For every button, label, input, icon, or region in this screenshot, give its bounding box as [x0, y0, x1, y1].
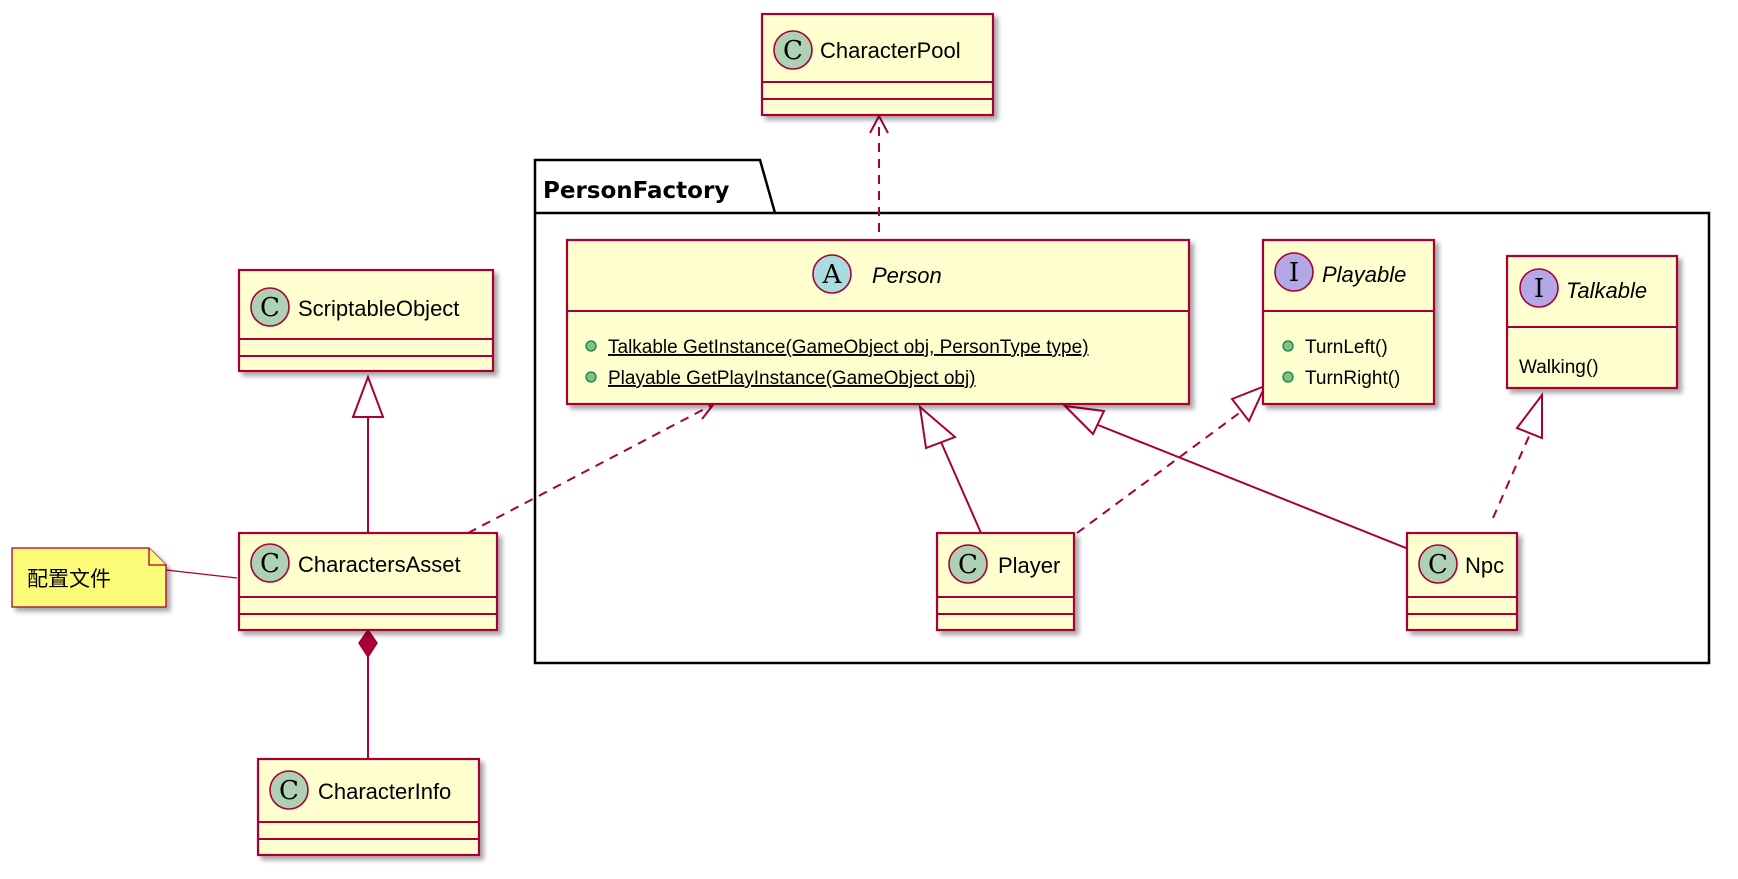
class-icon: C — [1428, 550, 1448, 580]
relationships — [165, 113, 1543, 759]
class-npc[interactable]: C Npc — [1405, 531, 1519, 632]
package-name: PersonFactory — [543, 178, 729, 204]
class-person[interactable]: A Person Talkable GetInstance(GameObject… — [565, 238, 1191, 406]
interface-icon: I — [1534, 274, 1544, 304]
note-config-file: 配置文件 — [11, 547, 167, 608]
abstract-icon: A — [822, 260, 843, 290]
class-icon: C — [783, 36, 803, 66]
class-name: Person — [872, 263, 942, 288]
interface-talkable[interactable]: I Talkable Walking() — [1505, 254, 1679, 390]
class-name: Player — [998, 553, 1060, 578]
class-icon: C — [260, 549, 280, 579]
class-characterinfo[interactable]: C CharacterInfo — [256, 757, 481, 857]
inheritance-npc-person — [1062, 404, 1417, 553]
interface-icon: I — [1289, 258, 1299, 288]
note-text: 配置文件 — [27, 567, 111, 591]
composition-charactersasset-characterinfo — [358, 628, 378, 759]
class-name: CharactersAsset — [298, 552, 461, 577]
class-name: ScriptableObject — [298, 296, 459, 321]
method-getinstance: Talkable GetInstance(GameObject obj, Per… — [608, 337, 1089, 358]
dependency-person-characterpool — [869, 113, 889, 232]
method-turnleft: TurnLeft() — [1305, 337, 1388, 358]
method-turnright: TurnRight() — [1305, 368, 1400, 389]
class-name: Playable — [1322, 262, 1406, 287]
class-charactersasset[interactable]: C CharactersAsset — [237, 531, 499, 632]
class-scriptableobject[interactable]: C ScriptableObject — [237, 268, 495, 373]
package-personfactory: PersonFactory — [533, 158, 1711, 665]
class-name: CharacterPool — [820, 38, 961, 63]
dependency-charactersasset-person — [467, 401, 715, 534]
realization-player-playable — [1076, 384, 1267, 534]
inheritance-player-person — [918, 404, 982, 534]
method-walking: Walking() — [1519, 357, 1599, 378]
class-name: Npc — [1465, 553, 1504, 578]
class-icon: C — [279, 776, 299, 806]
interface-playable[interactable]: I Playable TurnLeft() TurnRight() — [1261, 238, 1436, 406]
inheritance-charactersasset-scriptableobject — [351, 374, 385, 533]
class-name: CharacterInfo — [318, 779, 451, 804]
realization-npc-talkable — [1492, 392, 1543, 519]
class-characterpool[interactable]: C CharacterPool — [760, 12, 995, 117]
class-name: Talkable — [1566, 278, 1647, 303]
class-icon: C — [958, 550, 978, 580]
class-icon: C — [260, 293, 280, 323]
method-getplayinstance: Playable GetPlayInstance(GameObject obj) — [608, 368, 976, 389]
class-player[interactable]: C Player — [935, 531, 1076, 632]
note-link — [165, 569, 238, 579]
